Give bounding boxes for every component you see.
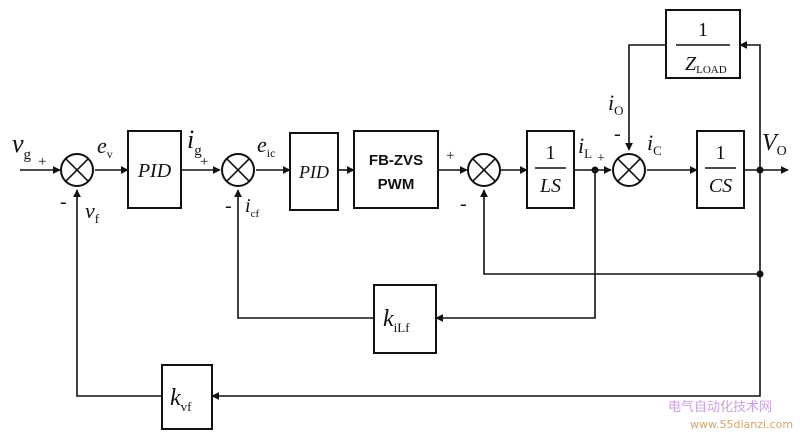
zload-denominator: ZLOAD (685, 53, 727, 76)
zload-numerator: 1 (698, 19, 708, 41)
kilf-block: kiLf (373, 284, 437, 354)
ls-block: 1 LS (526, 130, 575, 209)
pid2-block: PID (289, 132, 339, 211)
zload-block: 1 ZLOAD (665, 9, 741, 79)
wire-vo-to-kvf (211, 274, 761, 400)
signal-ev: ev (97, 133, 113, 161)
wire-vo-to-zload (739, 41, 761, 170)
wire-vo-to-sum3 (480, 170, 761, 275)
ls-denominator: LS (539, 175, 561, 197)
summing-junction-3 (467, 153, 501, 187)
pwm-label: PWM (378, 176, 415, 193)
sign-sum1-minus: - (60, 191, 67, 213)
fbzvs-label: FB-ZVS (369, 152, 423, 169)
sign-il-plus: + (597, 151, 605, 166)
signal-ic: iC (647, 130, 662, 158)
signal-vg: vg (12, 129, 32, 163)
cs-numerator: 1 (716, 142, 726, 164)
signal-icf: icf (245, 195, 259, 220)
ls-numerator: 1 (546, 142, 556, 164)
sign-io-minus: - (614, 123, 621, 145)
signal-vf: vf (85, 198, 100, 226)
cs-block: 1 CS (696, 130, 745, 209)
junction-dot-vo (756, 166, 764, 174)
kvf-label: kvf (170, 385, 192, 414)
watermark-url: www.55dianzi.com (690, 418, 793, 431)
summing-junction-1 (60, 153, 94, 187)
pid1-label: PID (137, 160, 172, 182)
signal-vo: VO (762, 130, 787, 159)
wire-kvf-to-sum1 (73, 189, 162, 397)
pid2-label: PID (298, 162, 329, 182)
junction-dot-il (591, 166, 599, 174)
cs-denominator: CS (709, 175, 732, 197)
sign-vg-plus: + (38, 154, 46, 170)
kvf-block: kvf (161, 364, 213, 430)
wire-kilf-to-sum2 (234, 189, 374, 319)
signal-il: iL (578, 133, 592, 161)
wire-il-to-kilf (435, 170, 596, 322)
wire-zload-to-io (625, 44, 666, 151)
signal-eic: eic (257, 132, 275, 160)
pid1-block: PID (127, 130, 182, 209)
summing-junction-2 (221, 153, 255, 187)
sign-sum3-minus: - (460, 193, 467, 215)
junction-dot-vo-lower (756, 270, 764, 278)
sign-sum3-plus: + (446, 148, 454, 164)
fbzvs-pwm-block: FB-ZVS PWM (353, 130, 439, 209)
kilf-label: kiLf (383, 306, 410, 335)
signal-io: iO (608, 90, 624, 118)
summing-junction-4 (612, 153, 646, 187)
signal-ig: ig (187, 125, 202, 159)
watermark-site-name: 电气自动化技术网 (668, 399, 772, 415)
sign-sum2-minus: - (225, 195, 232, 217)
sign-ig-plus: + (200, 154, 208, 170)
